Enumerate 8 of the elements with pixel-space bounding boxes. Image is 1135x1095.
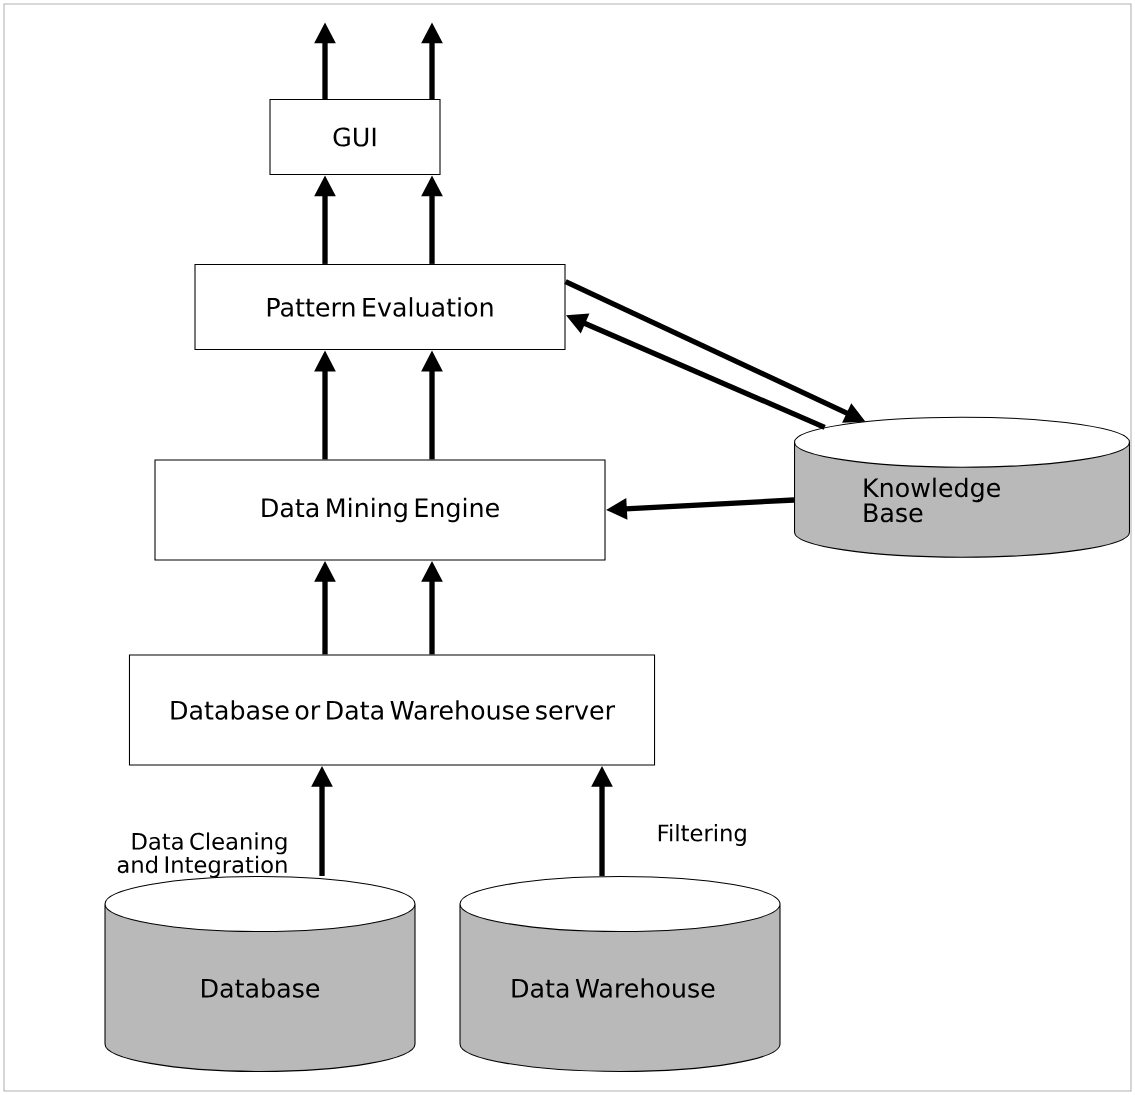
process-box: GUI — [269, 99, 441, 175]
edge-label: Data Cleaning and Integration — [117, 832, 287, 878]
database-cylinder: Knowledge Base — [794, 416, 1130, 558]
process-box: Database or Data Warehouse server — [128, 654, 656, 766]
edge-label: Filtering — [658, 824, 746, 846]
process-box: Data Mining Engine — [154, 459, 606, 561]
process-box: Pattern Evaluation — [194, 263, 566, 351]
database-cylinder: Data Warehouse — [459, 875, 781, 1072]
